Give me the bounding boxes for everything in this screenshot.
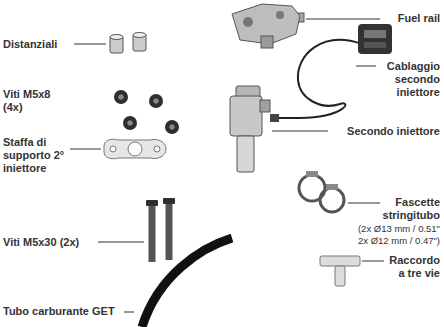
leader-line <box>70 149 101 150</box>
part-label: Tubo carburante GET <box>3 305 115 318</box>
hose-clamp <box>299 171 344 212</box>
part-label: Raccordo a tre vie <box>386 254 440 280</box>
hose-clamp <box>326 184 338 190</box>
leader-line <box>70 19 384 312</box>
screw-m5x30 <box>166 204 173 260</box>
screw-m5x8 <box>114 90 179 134</box>
screw-m5x30 <box>163 198 175 204</box>
tee-fitting <box>320 256 360 286</box>
fuel-rail <box>261 36 273 48</box>
leader-line <box>348 203 380 204</box>
bracket <box>104 139 166 159</box>
fuel-rail <box>243 17 253 27</box>
leader-line <box>272 131 328 132</box>
part-label: Fuel rail <box>398 12 440 25</box>
wiring-harness <box>364 30 386 38</box>
wiring-harness <box>276 40 362 118</box>
part-label: Distanziali <box>3 38 57 51</box>
wiring-harness <box>364 42 386 48</box>
screw-m5x8 <box>123 116 137 130</box>
dimension-note: (2x Ø13 mm / 0.51" 2x Ø12 mm / 0.47") <box>348 223 440 247</box>
injector <box>230 86 270 172</box>
injector <box>230 96 262 136</box>
screw-m5x8 <box>153 99 159 104</box>
part-label: Secondo iniettore <box>347 125 440 138</box>
bracket <box>128 142 142 156</box>
injector <box>237 136 254 172</box>
part-label: Staffa di supporto 2° iniettore <box>3 136 67 175</box>
fuel-rail <box>276 11 284 19</box>
leader-line <box>74 44 106 45</box>
tee-fitting <box>335 266 345 286</box>
screw-m5x30 <box>146 200 158 206</box>
bracket <box>154 146 160 152</box>
leader-line <box>306 19 380 20</box>
spacer <box>133 33 146 38</box>
leader-line <box>98 242 144 243</box>
screw-m5x8 <box>165 120 179 134</box>
fuel-rail <box>232 4 304 48</box>
screw-m5x8 <box>149 94 163 108</box>
part-label: Fascette stringitubo <box>368 196 440 222</box>
spacer <box>110 35 123 40</box>
leader-line <box>362 261 384 262</box>
screw-m5x8 <box>127 121 133 126</box>
screw-m5x8 <box>114 90 128 104</box>
hose-clamp <box>320 188 344 212</box>
part-label: Viti M5x8 (4x) <box>3 88 61 114</box>
bracket <box>110 146 116 152</box>
screw-m5x8 <box>118 95 124 100</box>
leader-line <box>124 312 134 313</box>
wiring-harness <box>270 24 392 122</box>
wiring-harness <box>358 24 392 54</box>
screw-m5x30 <box>149 206 156 262</box>
bracket <box>104 139 166 159</box>
part-label: Viti M5x30 (2x) <box>3 236 79 249</box>
wiring-harness <box>270 114 279 122</box>
injector <box>260 100 270 112</box>
spacer <box>110 33 146 54</box>
screw-m5x30 <box>146 198 175 262</box>
hose-clamp <box>306 171 318 177</box>
leader-line <box>356 66 376 67</box>
tee-fitting <box>320 256 360 266</box>
part-label: Cablaggio secondo iniettore <box>380 60 440 99</box>
screw-m5x8 <box>169 125 175 130</box>
